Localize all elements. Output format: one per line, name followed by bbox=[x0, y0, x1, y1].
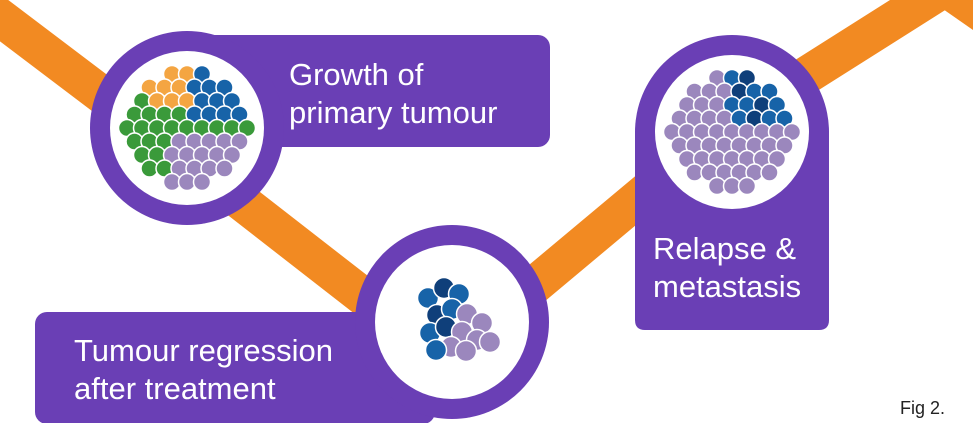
stage-relapse-label: Relapse & metastasis bbox=[653, 230, 801, 306]
stage-relapse bbox=[635, 35, 829, 330]
primary-tumour-cells bbox=[117, 64, 257, 192]
tumour-cell bbox=[424, 338, 448, 362]
stage-relapse-line1: Relapse & bbox=[653, 231, 797, 266]
stage-relapse-line2: metastasis bbox=[653, 269, 802, 304]
stage-growth-label: Growth of primary tumour bbox=[289, 56, 497, 132]
stage-growth-line2: primary tumour bbox=[289, 95, 498, 130]
stage-growth bbox=[90, 31, 550, 225]
relapse-tumour-cells bbox=[662, 68, 802, 196]
stage-regression-panel bbox=[35, 312, 435, 423]
stage-regression-label: Tumour regression after treatment bbox=[74, 332, 333, 408]
figure-label: Fig 2. bbox=[900, 398, 946, 418]
tumour-cell bbox=[454, 339, 478, 363]
tumour-cell bbox=[737, 176, 757, 196]
stage-regression-line1: Tumour regression bbox=[74, 333, 334, 368]
tumour-cell bbox=[215, 159, 234, 178]
stage-regression-line2: after treatment bbox=[74, 371, 276, 406]
tumour-cell bbox=[760, 163, 779, 182]
regressed-tumour-cells bbox=[416, 276, 502, 363]
tumour-cell bbox=[478, 330, 502, 354]
stage-growth-line1: Growth of bbox=[289, 57, 424, 92]
tumour-cell bbox=[192, 172, 212, 192]
stage-regression bbox=[35, 225, 549, 423]
